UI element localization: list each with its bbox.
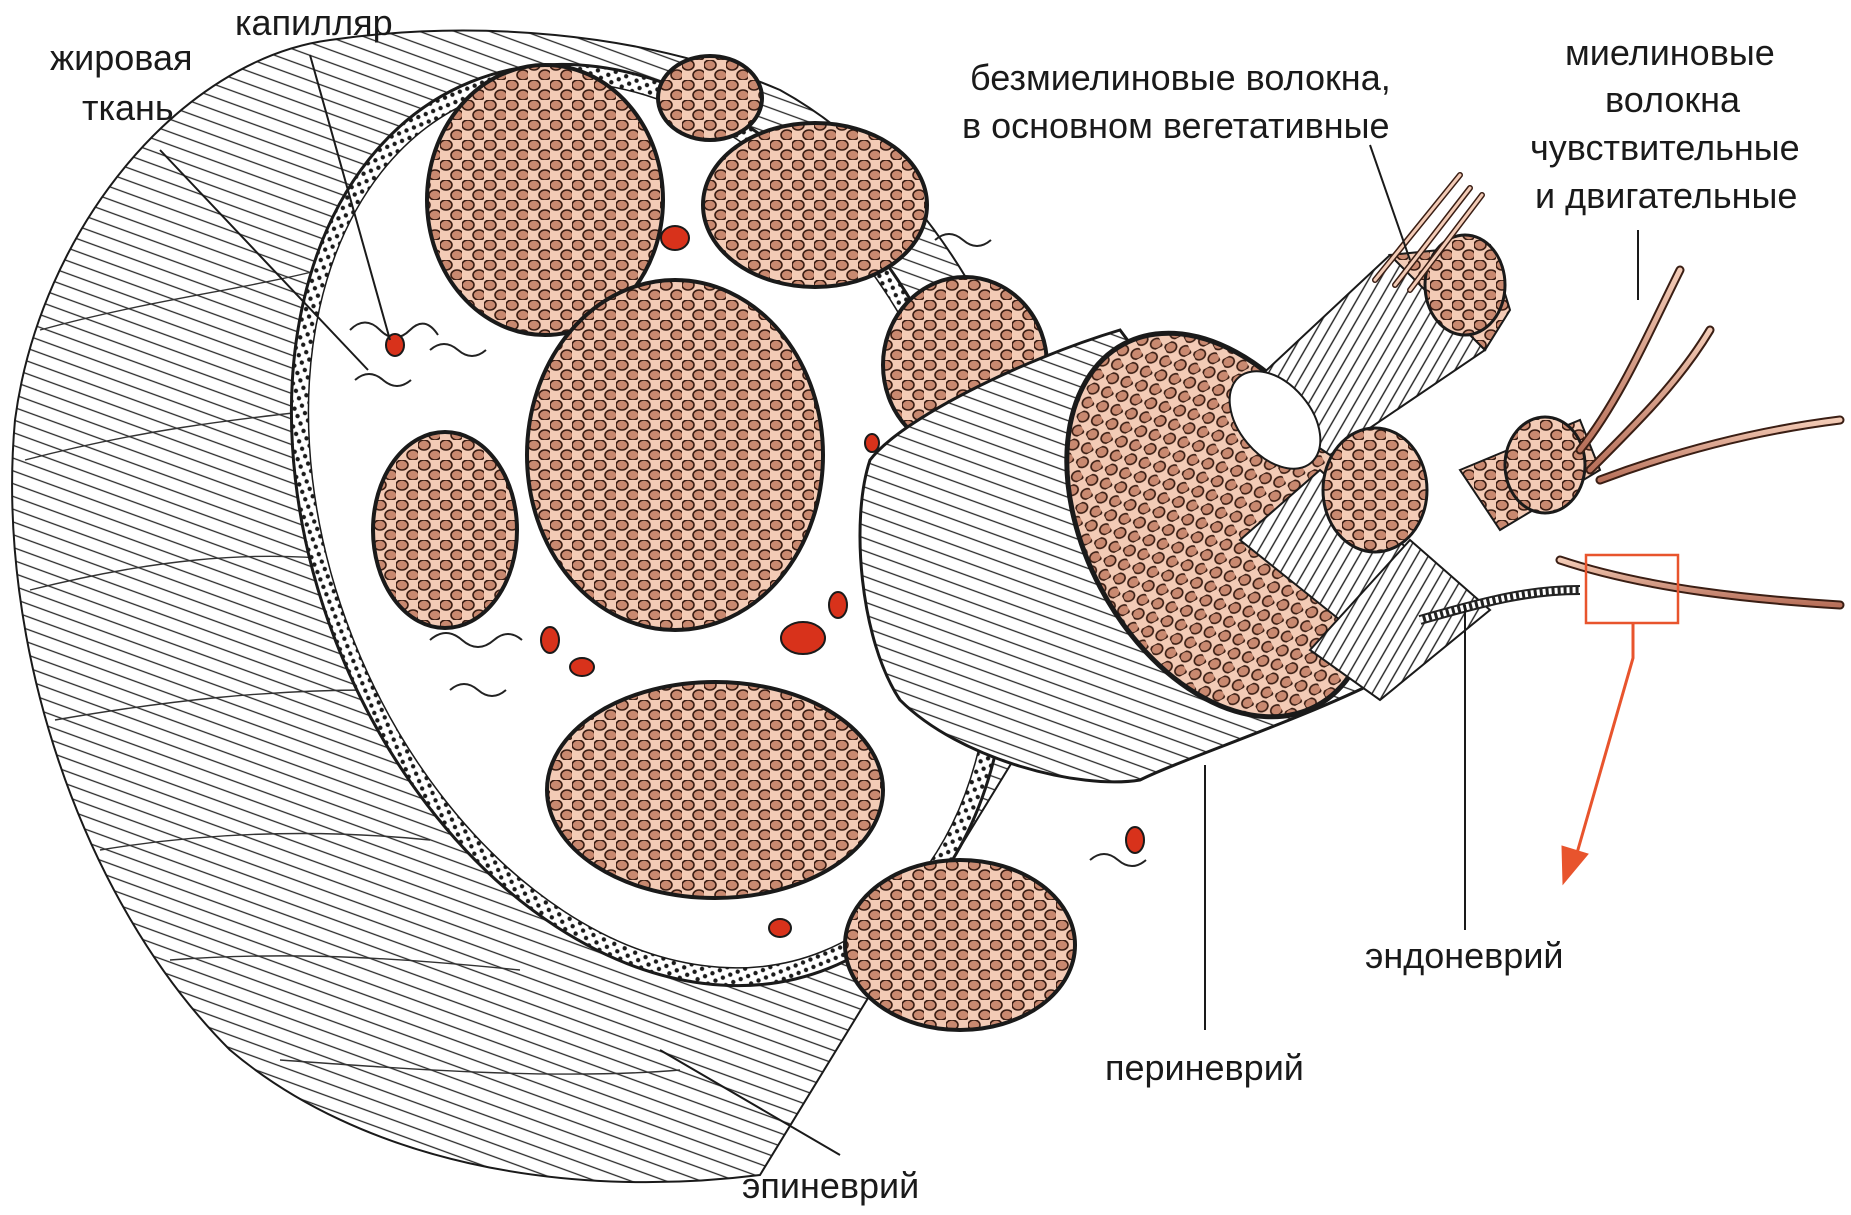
arrow-icon: [1575, 623, 1633, 860]
detail-highlight: [1562, 555, 1678, 884]
capillary: [1126, 827, 1144, 853]
label-unmyelinated-line1: безмиелиновые волокна,: [970, 57, 1391, 98]
capillary: [829, 592, 847, 618]
label-perineurium: периневрий: [1105, 1047, 1304, 1088]
label-adipose-line2: ткань: [82, 87, 174, 128]
arrowhead-icon: [1562, 846, 1588, 884]
leader-unmyelinated: [1370, 145, 1410, 260]
label-capillary: капилляр: [235, 2, 393, 43]
label-epineurium: эпиневрий: [742, 1165, 919, 1206]
label-myelinated-line2: волокна: [1605, 79, 1741, 120]
fascicle: [703, 123, 927, 287]
fascicle: [845, 860, 1075, 1030]
capillary: [865, 434, 879, 452]
label-myelinated-line4: и двигательные: [1535, 175, 1797, 216]
label-unmyelinated-line2: в основном вегетативные: [962, 105, 1390, 146]
capillary: [661, 226, 689, 250]
label-myelinated-line1: миелиновые: [1565, 32, 1775, 73]
fascicle: [658, 56, 762, 140]
fascicle: [527, 280, 823, 630]
capillary: [781, 622, 825, 654]
label-endoneurium: эндоневрий: [1365, 935, 1564, 976]
fascicle: [373, 432, 517, 628]
capillary: [570, 658, 594, 676]
fascicle: [547, 682, 883, 898]
capillary: [541, 627, 559, 653]
label-adipose-line1: жировая: [50, 37, 192, 78]
label-myelinated-line3: чувствительные: [1530, 127, 1800, 168]
capillary: [769, 919, 791, 937]
